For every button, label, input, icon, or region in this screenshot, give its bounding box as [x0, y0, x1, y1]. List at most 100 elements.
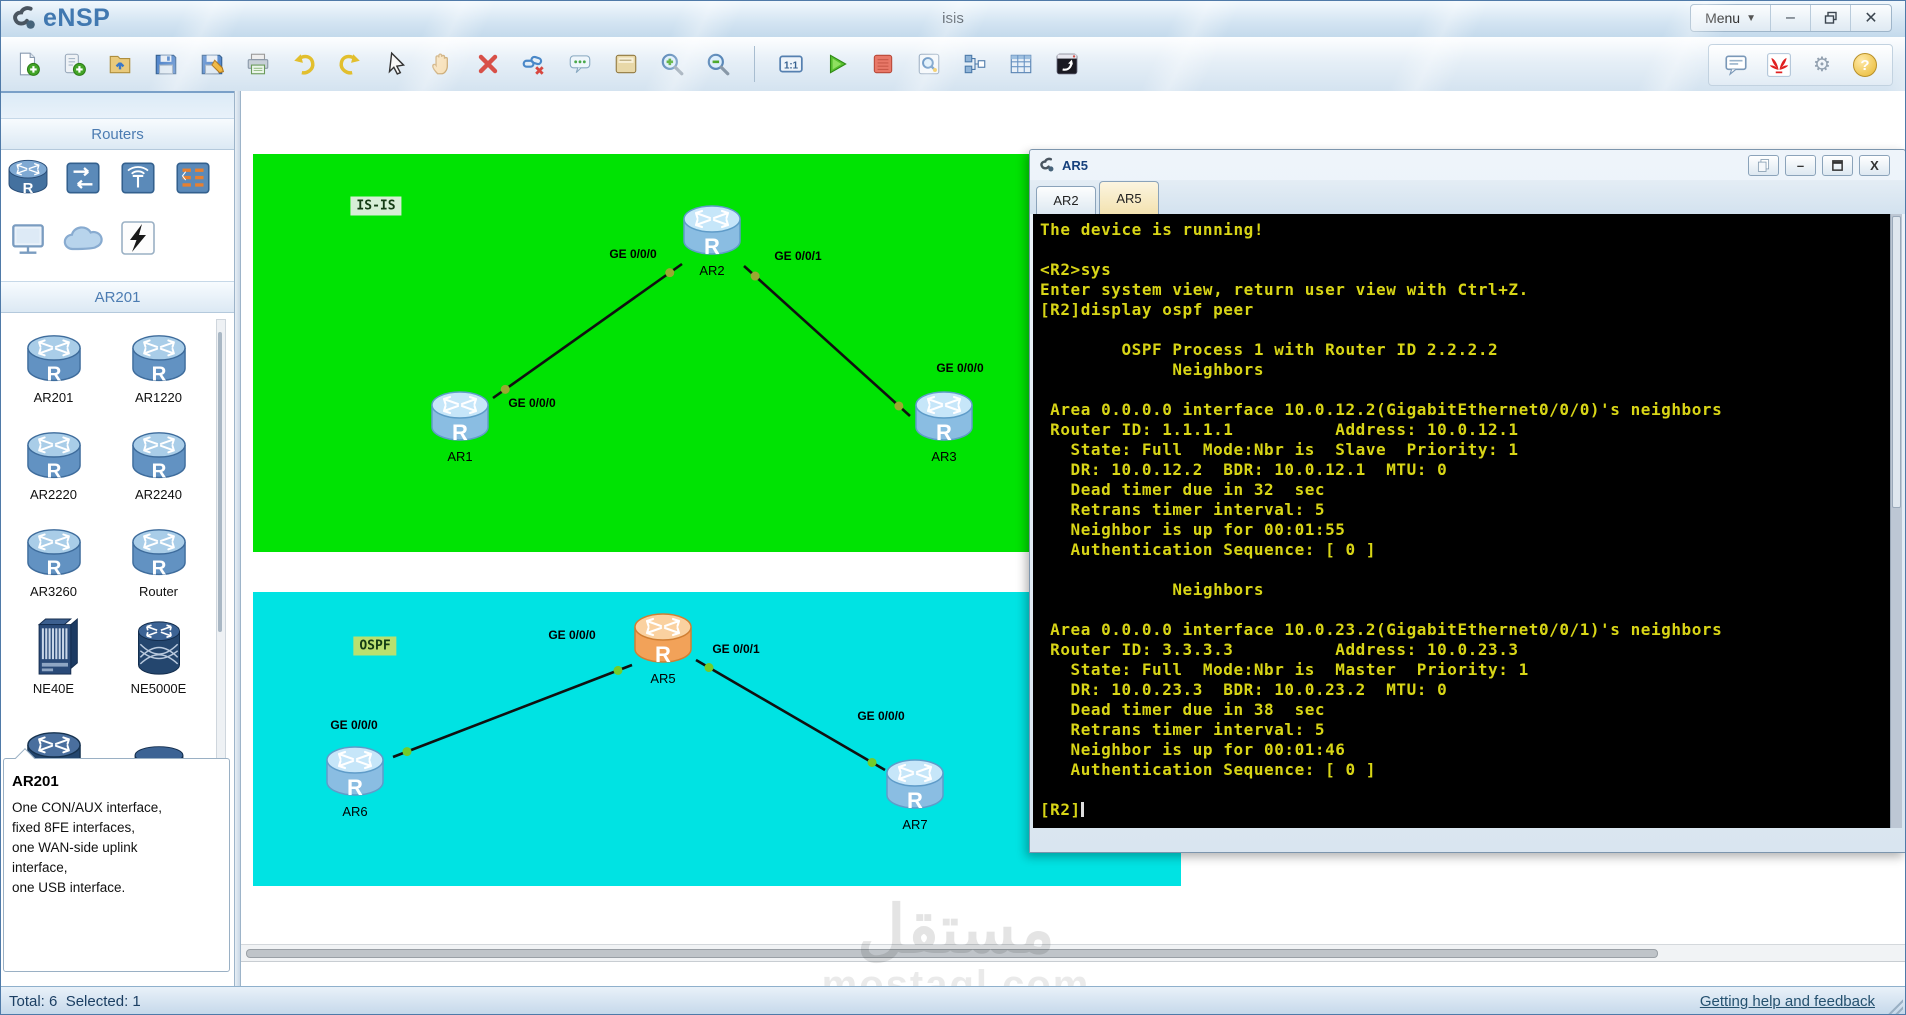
select-button[interactable] [381, 48, 411, 80]
save-as-icon [199, 51, 225, 77]
multiservice-category-button[interactable] [171, 155, 215, 201]
wlan-category-button[interactable] [116, 155, 160, 201]
terminal-category-button[interactable] [6, 215, 50, 261]
toolbar-separator [754, 46, 755, 82]
device-item-NE5000E[interactable]: NE5000E [106, 610, 211, 707]
svg-text:R: R [151, 459, 166, 482]
device-description-panel: AR201 One CON/AUX interface,fixed 8FE in… [3, 758, 230, 972]
switch-category-icon [62, 157, 104, 199]
restore-button[interactable] [1811, 5, 1851, 31]
zoom-in-button[interactable] [657, 48, 687, 80]
terminal-line: [R2]display ospf peer [1040, 300, 1254, 319]
terminal-line: Area 0.0.0.0 interface 10.0.23.2(Gigabit… [1040, 620, 1723, 639]
terminal-copy-button[interactable] [1748, 154, 1779, 176]
terminal-category-icon [7, 217, 49, 259]
topology-view-button[interactable] [960, 48, 990, 80]
huawei-button[interactable] [1764, 49, 1794, 81]
feedback-button[interactable] [1721, 49, 1751, 81]
device-list-scrollbar[interactable] [216, 319, 226, 761]
link-endpoint-dot [750, 271, 760, 281]
redo-icon [337, 51, 363, 77]
device-item-partial[interactable] [130, 716, 188, 760]
terminal-line: DR: 10.0.12.2 BDR: 10.0.12.1 MTU: 0 [1040, 460, 1448, 479]
pan-button[interactable] [427, 48, 457, 80]
router-icon: R [130, 319, 188, 387]
start-device-button[interactable] [822, 48, 852, 80]
delete-link-button[interactable] [519, 48, 549, 80]
console-button[interactable] [1052, 48, 1082, 80]
device-view-button[interactable] [1006, 48, 1036, 80]
sidebar-splitter[interactable] [234, 91, 241, 986]
node-label: AR5 [650, 671, 676, 686]
terminal-tab-AR5[interactable]: AR5 [1099, 181, 1159, 214]
toolbar-right-group: ⚙? [1708, 44, 1893, 86]
link-AR2-AR3[interactable] [743, 265, 911, 417]
topology-view-icon [962, 51, 988, 77]
device-item-AR2240[interactable]: R AR2240 [106, 416, 211, 513]
new-text-button[interactable] [59, 48, 89, 80]
minimize-button[interactable]: – [1771, 5, 1811, 31]
connection-category-button[interactable] [116, 215, 160, 261]
help-feedback-link[interactable]: Getting help and feedback [1699, 993, 1875, 1010]
terminal-line: Neighbors [1040, 360, 1265, 379]
router-icon: R [632, 611, 694, 669]
data-capture-button[interactable] [914, 48, 944, 80]
help-button[interactable]: ? [1850, 49, 1880, 81]
note-button[interactable] [611, 48, 641, 80]
redo-button[interactable] [335, 48, 365, 80]
menu-button[interactable]: Menu ▼ [1691, 5, 1771, 31]
cloud-category-button[interactable] [61, 215, 105, 261]
comment-button[interactable] [565, 48, 595, 80]
terminal-tab-AR2[interactable]: AR2 [1036, 186, 1096, 214]
palette-header-model: AR201 [1, 281, 234, 313]
zoom-out-button[interactable] [703, 48, 733, 80]
link-AR1-AR2[interactable] [492, 262, 683, 400]
terminal-minimize-button[interactable]: – [1785, 154, 1816, 176]
terminal-scrollbar[interactable] [1890, 214, 1902, 828]
stop-device-button[interactable] [868, 48, 898, 80]
one-to-one-button[interactable]: 1:1 [776, 48, 806, 80]
device-item-NE40E[interactable]: NE40E [1, 610, 106, 707]
router-category-button[interactable]: R [6, 155, 50, 201]
device-list-scrollbar-thumb[interactable] [218, 332, 222, 632]
close-button[interactable]: ✕ [1851, 5, 1891, 31]
close-icon: X [1870, 157, 1879, 173]
canvas-horizontal-scrollbar[interactable] [241, 944, 1905, 962]
link-AR6-AR5[interactable] [392, 663, 633, 759]
undo-button[interactable] [289, 48, 319, 80]
node-AR5[interactable]: R AR5 [632, 611, 694, 686]
save-as-button[interactable] [197, 48, 227, 80]
resize-grip-icon[interactable] [1886, 998, 1903, 1014]
device-item-label: AR2240 [135, 487, 182, 502]
canvas-horizontal-scrollbar-thumb[interactable] [246, 949, 1658, 958]
new-topology-button[interactable] [13, 48, 43, 80]
switch-category-button[interactable] [61, 155, 105, 201]
terminal-maximize-button[interactable] [1822, 154, 1853, 176]
status-selection-counts: Total: 6 Selected: 1 [9, 993, 141, 1010]
terminal-scrollbar-thumb[interactable] [1892, 216, 1901, 508]
router-icon: R [25, 416, 83, 484]
print-button[interactable] [243, 48, 273, 80]
copy-icon [1755, 157, 1772, 174]
device-item-partial[interactable]: R [25, 716, 83, 760]
settings-button[interactable]: ⚙ [1807, 49, 1837, 81]
delete-button[interactable] [473, 48, 503, 80]
region-ospf[interactable] [253, 592, 1181, 886]
terminal-close-button[interactable]: X [1859, 154, 1890, 176]
cloud-category-icon [61, 216, 105, 260]
link-AR5-AR7[interactable] [695, 658, 886, 772]
interface-label: GE 0/0/0 [330, 718, 378, 732]
open-button[interactable] [105, 48, 135, 80]
save-button[interactable] [151, 48, 181, 80]
